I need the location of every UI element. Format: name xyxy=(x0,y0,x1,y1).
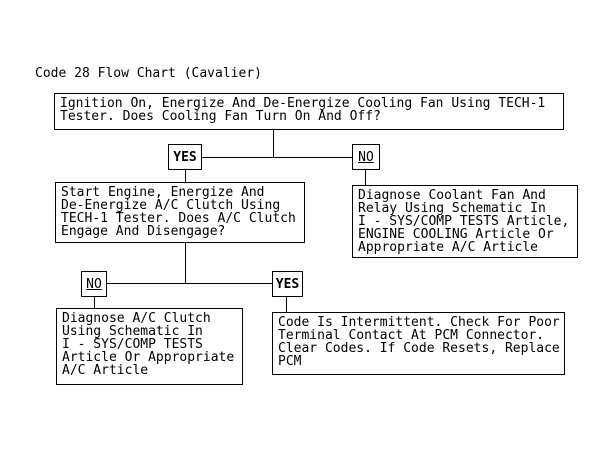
connector-yes2-down xyxy=(286,297,287,312)
flow-box-diagnose-ac-clutch: Diagnose A/C Clutch Using Schematic In I… xyxy=(56,308,243,385)
flowchart-title: Code 28 Flow Chart (Cavalier) xyxy=(35,66,262,81)
decision-yes-1: YES xyxy=(168,144,202,170)
connector-yes1-down xyxy=(185,170,186,182)
flow-box-ignition-cooling-fan-test: Ignition On, Energize And De-Energize Co… xyxy=(54,93,564,130)
connector-box1-down xyxy=(273,130,274,157)
decision-no-2: NO xyxy=(81,271,107,297)
decision-yes-2: YES xyxy=(272,271,303,297)
connector-box2-down xyxy=(185,243,186,283)
connector-no1-down xyxy=(365,170,366,185)
connector-rail-2 xyxy=(107,283,272,284)
connector-no2-down xyxy=(94,297,95,308)
flow-box-diagnose-coolant-fan: Diagnose Coolant Fan And Relay Using Sch… xyxy=(352,185,578,258)
flow-box-ac-clutch-test: Start Engine, Energize And De-Energize A… xyxy=(55,182,305,243)
flow-box-intermittent: Code Is Intermittent. Check For Poor Ter… xyxy=(272,312,565,375)
decision-no-1: NO xyxy=(352,144,380,170)
connector-rail-1 xyxy=(202,157,352,158)
